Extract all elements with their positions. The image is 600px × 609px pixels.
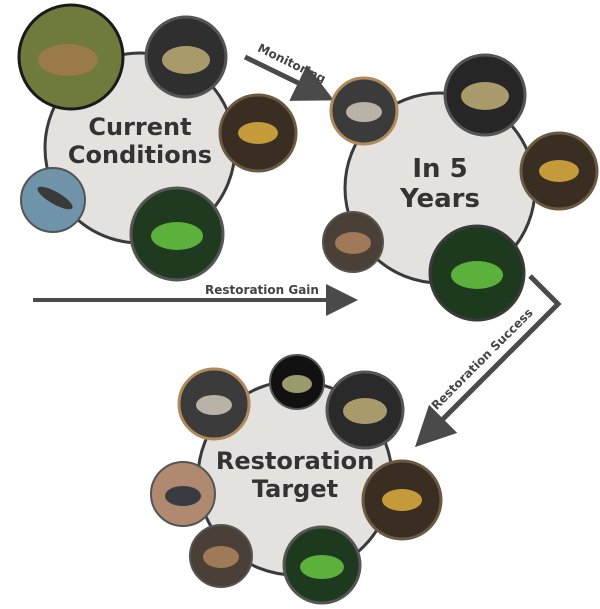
photo-yellow-frog-1	[218, 93, 298, 173]
monitoring-arrow: Monitoring	[243, 41, 334, 101]
hub-target-line2: Target	[251, 474, 339, 503]
gain-arrow: Restoration Gain	[33, 283, 358, 316]
photo-leopard-frog	[17, 3, 125, 111]
yellow-legged-frog-icon	[539, 160, 579, 182]
spadefoot-icon	[282, 375, 312, 393]
hub-five-years-line1: In 5	[412, 154, 468, 184]
photo-yellow-frog-2	[519, 131, 599, 211]
hub-current-line2: Conditions	[67, 140, 213, 169]
toad-icon	[203, 546, 239, 568]
leopard-frog-icon	[38, 44, 98, 76]
photo-salamander	[20, 167, 86, 233]
hub-current-label: Current Conditions	[60, 113, 220, 169]
photo-spadefoot	[269, 354, 325, 410]
hub-target-label: Restoration Target	[205, 447, 385, 503]
dark-toad-icon	[165, 486, 201, 506]
treefrog-gray-icon	[196, 395, 232, 415]
treefrog-gray-icon	[346, 102, 382, 122]
green-treefrog-icon	[151, 222, 203, 250]
photo-gray-treefrog-1	[329, 76, 399, 146]
photo-green-frog-1	[129, 186, 225, 282]
bullfrog-icon	[343, 398, 387, 424]
hub-five-years-label: In 5 Years	[360, 154, 520, 215]
green-treefrog-icon	[451, 261, 503, 289]
yellow-legged-frog-icon	[238, 122, 278, 144]
photo-toad-2	[189, 524, 253, 588]
toad-icon	[335, 232, 371, 254]
photo-green-frog-3	[282, 525, 362, 605]
success-label: Restoration Success	[429, 306, 536, 413]
hub-current-line1: Current	[88, 113, 192, 141]
photo-dark-toad	[150, 461, 216, 527]
photo-bullfrog-2	[443, 53, 527, 137]
photo-yellow-frog-3	[361, 459, 443, 541]
bullfrog-icon	[162, 46, 210, 74]
photo-gray-treefrog-2	[177, 367, 251, 441]
gain-label: Restoration Gain	[205, 283, 319, 297]
yellow-legged-frog-icon	[382, 489, 422, 511]
hub-target-line1: Restoration	[215, 447, 375, 475]
green-treefrog-icon	[300, 555, 344, 579]
hub-five-years-line2: Years	[400, 183, 480, 214]
salamander-icon	[37, 186, 73, 210]
bullfrog-icon	[461, 82, 509, 110]
photo-bullfrog-3	[325, 370, 405, 450]
photo-green-frog-2	[428, 224, 526, 322]
photo-toad-1	[322, 211, 384, 273]
photo-bullfrog	[144, 15, 228, 99]
